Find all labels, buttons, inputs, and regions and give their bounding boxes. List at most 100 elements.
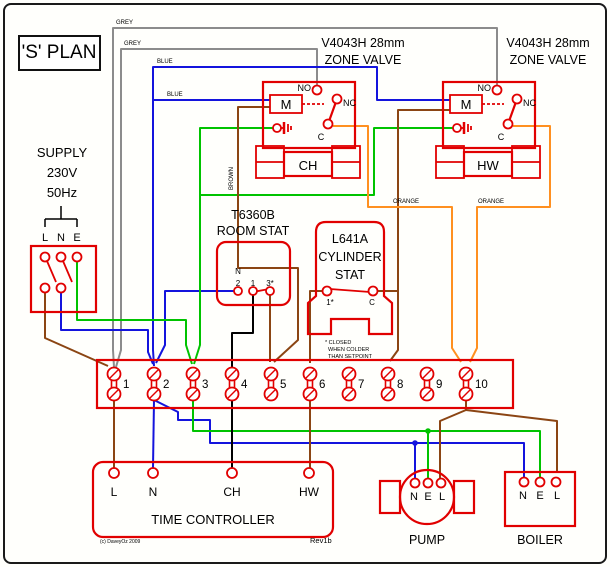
strip-terminal-number: 9 bbox=[436, 379, 442, 391]
wire-earth-hw-valve bbox=[200, 127, 453, 196]
zone-valve-hw-no-terminal bbox=[491, 84, 503, 96]
cylinder-stat: L641A CYLINDER STAT 1* C * CLOSED WHEN C… bbox=[306, 220, 394, 360]
supply-isolator-box bbox=[29, 244, 98, 314]
supply-title: SUPPLY bbox=[37, 145, 88, 160]
time-controller-hw-label: HW bbox=[299, 485, 320, 499]
time-controller: L N CH HW TIME CONTROLLER bbox=[91, 460, 335, 539]
room-stat-box bbox=[215, 240, 292, 307]
strip-terminal-number: 2 bbox=[163, 379, 169, 391]
zone-valve-hw-type: ZONE VALVE bbox=[510, 53, 587, 67]
strip-terminal-number: 6 bbox=[319, 379, 325, 391]
wire-blue-pump-boiler-n bbox=[153, 399, 525, 478]
supply-terminal-e bbox=[71, 251, 83, 263]
room-stat-terminal-3 bbox=[265, 286, 275, 296]
wire-blue-t2-timer bbox=[152, 399, 155, 469]
room-stat-model: T6360B bbox=[231, 208, 275, 222]
strip-terminal-9: 9 bbox=[419, 366, 442, 402]
zone-valve-ch-model: V4043H 28mm bbox=[321, 36, 404, 50]
wire-label-orange-hw: ORANGE bbox=[478, 199, 504, 205]
strip-terminal-4: 4 bbox=[224, 366, 248, 402]
room-stat-terminal-1 bbox=[248, 286, 258, 296]
supply-block: SUPPLY 230V 50Hz L N E bbox=[29, 145, 98, 314]
supply-terminal-l bbox=[39, 251, 51, 263]
strip-terminal-10: 10 bbox=[458, 366, 488, 402]
pump: N E L PUMP bbox=[378, 468, 476, 547]
time-controller-terminal-ch bbox=[226, 467, 238, 479]
boiler: N E L BOILER bbox=[503, 470, 577, 547]
supply-label-l: L bbox=[42, 232, 48, 244]
wire-grey-hw-no bbox=[112, 27, 498, 368]
wire-brown-cylstat-hw-motor bbox=[389, 109, 450, 362]
strip-terminal-7: 7 bbox=[341, 366, 364, 402]
time-controller-box bbox=[91, 460, 335, 539]
zone-valve-ch-type: ZONE VALVE bbox=[325, 53, 402, 67]
strip-terminal-1: 1 bbox=[106, 366, 129, 402]
junction-blue bbox=[412, 440, 418, 446]
strip-terminal-number: 7 bbox=[358, 379, 364, 391]
wire-grey-ch-no bbox=[115, 48, 318, 368]
room-stat-n-label: N bbox=[235, 267, 241, 276]
boiler-terminal-n bbox=[518, 476, 530, 488]
cylinder-stat-terminal-1 bbox=[321, 285, 333, 297]
title-box-frame bbox=[18, 35, 101, 71]
strip-terminal-2: 2 bbox=[146, 366, 169, 402]
wire-label-blue-top: BLUE bbox=[157, 59, 173, 65]
time-controller-terminal-n bbox=[147, 467, 159, 479]
zone-valve-ch-c-terminal bbox=[322, 118, 334, 130]
cylinder-stat-note-3: THAN SETPOINT bbox=[328, 354, 373, 360]
supply-bracket bbox=[44, 206, 78, 227]
strip-terminal-6: 6 bbox=[302, 366, 325, 402]
boiler-terminal-l bbox=[550, 476, 562, 488]
zone-valve-hw: V4043H 28mm ZONE VALVE M NO NC C HW bbox=[435, 36, 590, 179]
zone-valve-ch-nc-terminal bbox=[331, 93, 343, 105]
junction-green bbox=[425, 428, 431, 434]
room-stat-3-label: 3* bbox=[266, 279, 274, 288]
cylinder-stat-outline bbox=[306, 220, 394, 336]
zone-valve-hw-circuit-label: HW bbox=[477, 158, 499, 173]
wire-blue-roomstat-n bbox=[155, 290, 234, 364]
room-stat: T6360B ROOM STAT N 2 1 3* bbox=[215, 208, 292, 307]
supply-switch-blade-n bbox=[62, 260, 73, 283]
room-stat-terminal-2 bbox=[233, 286, 243, 296]
zone-valve-ch-body: CH bbox=[255, 145, 361, 179]
supply-terminal-l-out bbox=[39, 282, 51, 294]
zone-valve-hw-nc-label: NC bbox=[523, 98, 536, 108]
supply-voltage: 230V bbox=[47, 165, 78, 180]
revision-text: Rev1b bbox=[310, 536, 332, 545]
wire-label-orange-ch: ORANGE bbox=[393, 199, 419, 205]
zone-valve-hw-body: HW bbox=[435, 145, 541, 179]
zone-valve-hw-c-label: C bbox=[498, 132, 505, 142]
pump-name: PUMP bbox=[409, 533, 445, 547]
wire-labels: GREY GREY BLUE BLUE BROWN ORANGE ORANGE bbox=[116, 20, 504, 205]
zone-valve-hw-c-terminal bbox=[502, 118, 514, 130]
pump-e-label: E bbox=[424, 491, 431, 503]
wire-brown-supply-l bbox=[44, 293, 109, 367]
strip-terminal-number: 3 bbox=[202, 379, 208, 391]
wires bbox=[44, 27, 558, 479]
wire-earth-pump-boiler bbox=[192, 400, 541, 478]
zone-valve-ch-c-label: C bbox=[318, 132, 325, 142]
pump-flange-right bbox=[452, 479, 476, 515]
wire-orange-hw-t10 bbox=[469, 125, 551, 363]
cylinder-stat-name-2: STAT bbox=[335, 268, 365, 282]
zone-valve-ch-head bbox=[261, 80, 357, 150]
boiler-n-label: N bbox=[519, 490, 527, 502]
zone-valve-ch-circuit-label: CH bbox=[299, 158, 318, 173]
time-controller-terminal-hw bbox=[303, 467, 315, 479]
wire-brown-t10-boiler-l bbox=[465, 409, 558, 473]
supply-label-e: E bbox=[73, 232, 80, 244]
cylinder-stat-terminal-c bbox=[367, 285, 379, 297]
boiler-e-label: E bbox=[536, 490, 543, 502]
wire-orange-ch-t10 bbox=[333, 125, 462, 363]
boiler-terminal-e bbox=[534, 476, 546, 488]
title-box: 'S' PLAN bbox=[18, 35, 101, 71]
boiler-l-label: L bbox=[554, 490, 560, 502]
zone-valve-hw-motor-label: M bbox=[461, 97, 472, 112]
room-stat-2-label: 2 bbox=[236, 279, 241, 288]
supply-terminal-n bbox=[55, 251, 67, 263]
wire-brown-t6-cylstat bbox=[309, 290, 322, 363]
copyright-text: (c) DaveyOz 2009 bbox=[100, 539, 141, 545]
cylinder-stat-1-label: 1* bbox=[326, 298, 334, 307]
cylinder-stat-name-1: CYLINDER bbox=[318, 250, 381, 264]
